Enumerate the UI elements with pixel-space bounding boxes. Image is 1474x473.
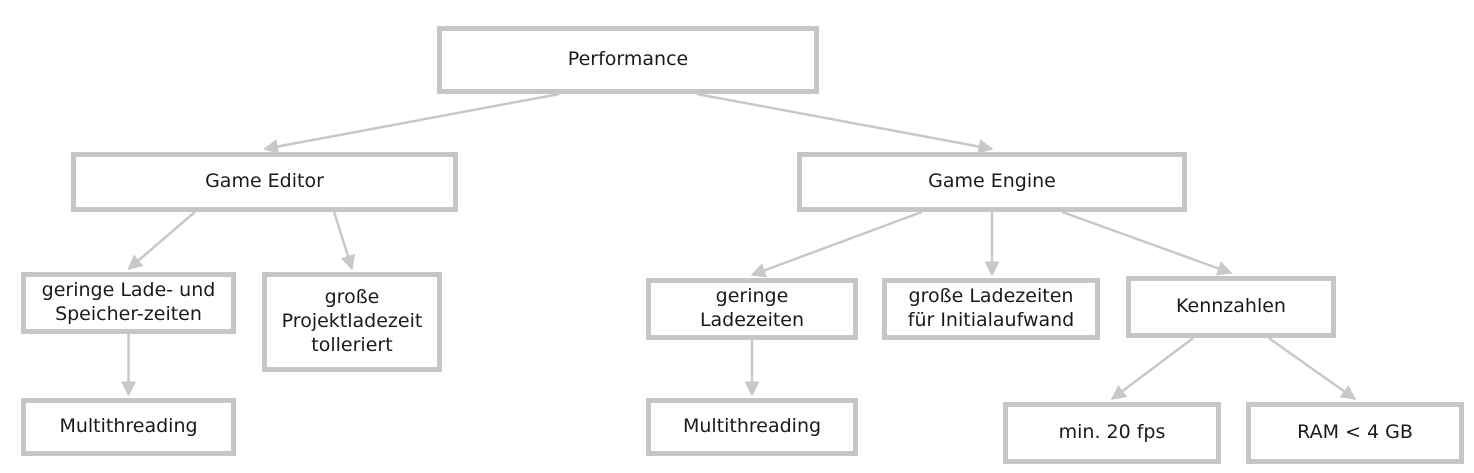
node-engine-initial-label: große Ladezeiten für Initialaufwand [907, 285, 1075, 331]
node-performance: Performance [437, 26, 819, 94]
node-editor-project-load: große Projektladezeit tolleriert [262, 272, 442, 372]
node-engine-metrics-label: Kennzahlen [1176, 295, 1286, 318]
node-editor-project-load-label: große Projektladezeit tolleriert [281, 286, 423, 356]
node-performance-label: Performance [567, 48, 689, 71]
connector-game_engine-to-engine_load [750, 210, 923, 278]
connector-game_editor-to-editor_load_save [127, 211, 196, 270]
node-editor-load-save-label: geringe Lade- und Speicher-zeiten [41, 279, 216, 325]
node-metric-ram: RAM < 4 GB [1246, 402, 1464, 464]
node-editor-multithreading: Multithreading [21, 398, 236, 456]
node-engine-multithreading-label: Multithreading [682, 415, 822, 438]
node-editor-multithreading-label: Multithreading [59, 415, 198, 438]
connector-game_editor-to-editor_project_load [332, 211, 356, 271]
node-game-engine: Game Engine [797, 152, 1187, 212]
node-editor-load-save: geringe Lade- und Speicher-zeiten [21, 272, 236, 334]
node-metric-fps-label: min. 20 fps [1058, 421, 1166, 444]
node-metric-ram-label: RAM < 4 GB [1297, 421, 1413, 444]
node-metric-fps: min. 20 fps [1003, 402, 1221, 464]
node-game-engine-label: Game Engine [928, 170, 1056, 193]
node-game-editor: Game Editor [71, 152, 458, 212]
node-engine-initial: große Ladezeiten für Initialaufwand [882, 278, 1100, 340]
node-game-editor-label: Game Editor [205, 170, 324, 193]
node-engine-load: geringe Ladezeiten [646, 278, 858, 340]
connector-game_engine-to-engine_metrics [1061, 210, 1233, 276]
connector-engine_metrics-to-metric_ram [1268, 336, 1357, 401]
node-engine-load-label: geringe Ladezeiten [699, 285, 805, 331]
connector-performance-to-game_editor [263, 92, 560, 154]
connector-engine_metrics-to-metric_fps [1110, 337, 1194, 400]
node-engine-metrics: Kennzahlen [1126, 276, 1336, 338]
connector-performance-to-game_engine [696, 92, 994, 154]
node-engine-multithreading: Multithreading [646, 398, 858, 456]
